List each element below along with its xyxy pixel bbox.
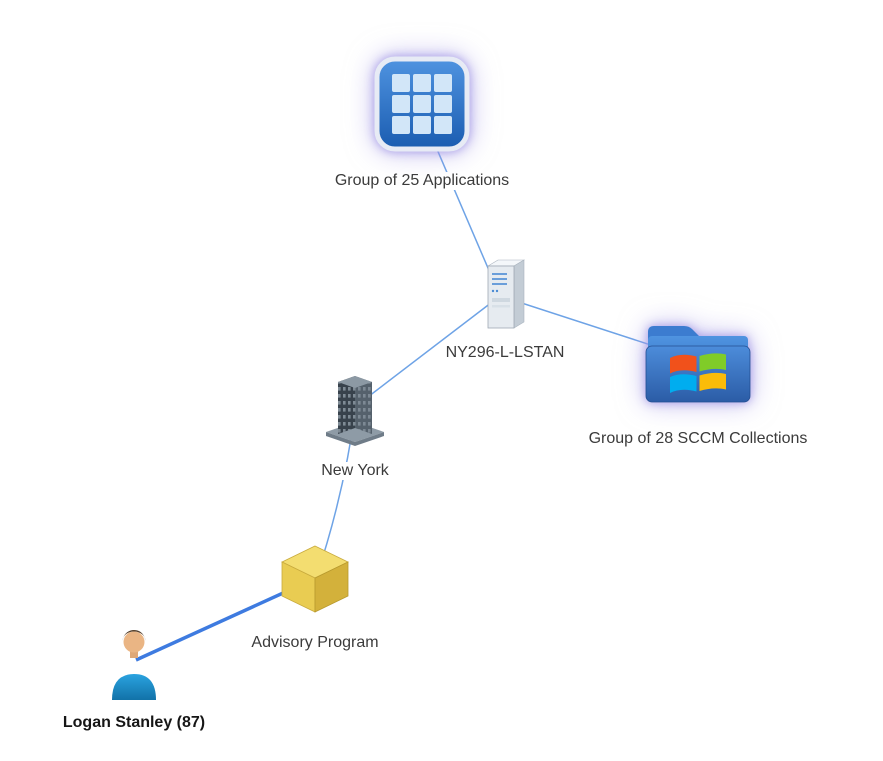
server-icon [472,254,538,338]
node-program[interactable]: Advisory Program [235,542,395,652]
cube-icon [276,542,354,616]
node-label: New York [318,462,392,480]
edge-server-location [355,295,501,407]
node-application-group[interactable]: Group of 25 Applications [302,52,542,190]
node-label: Logan Stanley (87) [59,714,209,732]
node-label: NY296-L-LSTAN [442,344,568,362]
node-label: Advisory Program [248,634,382,652]
node-label: Group of 28 SCCM Collections [585,430,811,448]
node-sccm-collection-group[interactable]: Group of 28 SCCM Collections [545,314,851,448]
windows-folder-icon [640,314,756,408]
node-location[interactable]: New York [275,366,435,480]
building-icon [318,366,392,450]
app-grid-icon [370,52,474,156]
person-icon [105,624,163,702]
node-person[interactable]: Logan Stanley (87) [34,624,234,732]
node-server[interactable]: NY296-L-LSTAN [405,254,605,362]
node-label: Group of 25 Applications [331,172,513,190]
